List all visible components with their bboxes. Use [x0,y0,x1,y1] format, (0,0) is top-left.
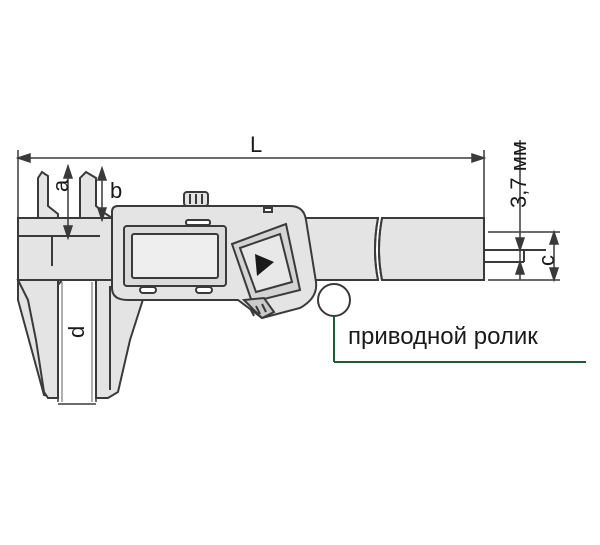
dimension-a [62,163,74,241]
rod-size-label: 3,7 мм [506,141,531,208]
dimension-c [488,140,560,283]
fixed-jaw [16,170,100,400]
callout-label: приводной ролик [348,323,538,350]
lock-screw-icon [183,191,273,213]
callout-leader [333,316,586,363]
beam-break-lines [374,217,383,281]
depth-rod [484,249,546,263]
thumb-roller-icon [317,283,351,317]
jaw-b-label: b [110,178,122,203]
play-triangle-icon [255,254,274,276]
length-label: L [250,132,262,157]
rod-c-label: c [534,255,559,266]
dimension-length [15,150,487,220]
depth-d-label: d [64,326,89,338]
sliding-jaw [79,170,147,399]
dimension-b [96,165,108,223]
dimension-d [57,282,97,405]
jaw-a-label: a [48,179,73,192]
